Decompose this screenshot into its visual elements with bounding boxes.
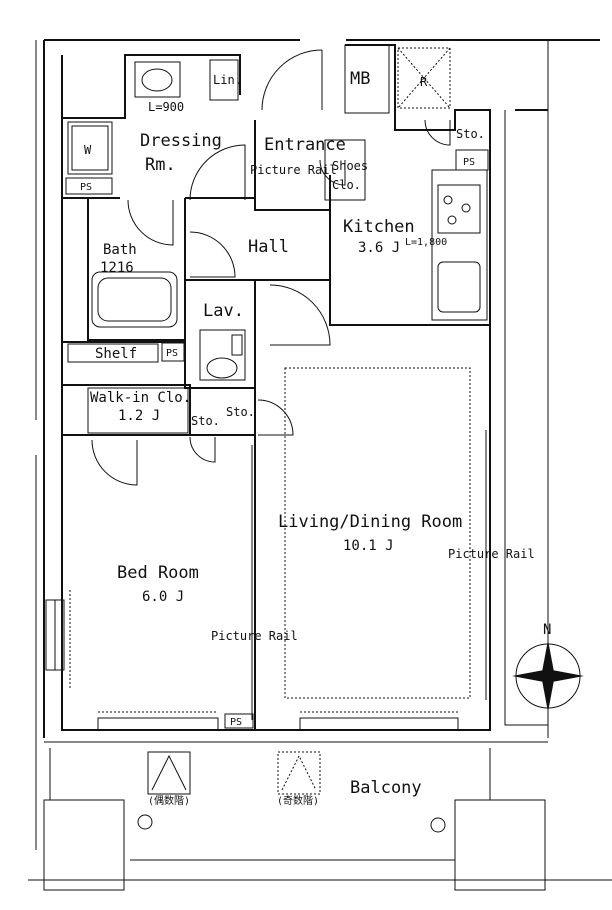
label-ps-4: PS bbox=[230, 717, 242, 728]
label-bath: Bath bbox=[103, 242, 137, 258]
fixtures bbox=[45, 44, 489, 731]
kitchen-sink bbox=[437, 261, 481, 313]
label-fridge: R bbox=[420, 75, 428, 89]
label-living: Living/Dining Room bbox=[278, 512, 462, 532]
stove-fixture bbox=[437, 184, 481, 234]
label-linen: Lin. bbox=[213, 73, 242, 87]
label-living-size: 10.1 J bbox=[343, 538, 394, 554]
south-window-bedroom bbox=[97, 717, 219, 731]
label-mb: MB bbox=[350, 69, 370, 89]
compass-north-label: N bbox=[543, 622, 551, 638]
toilet-fixture bbox=[199, 329, 246, 381]
label-washer: W bbox=[84, 143, 92, 157]
linen-cabinet bbox=[209, 59, 239, 101]
washer-fixture bbox=[67, 121, 113, 175]
label-hall: Hall bbox=[248, 237, 289, 257]
label-dressing: Dressing bbox=[140, 131, 222, 151]
label-bedroom-size: 6.0 J bbox=[142, 589, 184, 605]
label-bath-size: 1216 bbox=[100, 260, 134, 276]
shelf-fixture bbox=[67, 343, 159, 363]
label-storage-3: Sto. bbox=[226, 405, 255, 419]
label-bedroom: Bed Room bbox=[117, 563, 199, 583]
label-entrance: Entrance bbox=[264, 135, 346, 155]
balcony-area bbox=[43, 741, 548, 891]
label-ps-3: PS bbox=[166, 348, 178, 359]
label-kitchen-counter: L=1,800 bbox=[405, 237, 447, 248]
label-picture-rail-2: Picture Rail bbox=[448, 547, 535, 561]
south-window-living bbox=[299, 717, 459, 731]
refrigerator-space bbox=[397, 47, 451, 109]
label-shoes-clo: Clo. bbox=[332, 178, 361, 192]
label-storage-2: Sto. bbox=[191, 414, 220, 428]
label-lav: Lav. bbox=[203, 301, 244, 321]
label-walkin: Walk-in Clo. bbox=[90, 390, 191, 406]
doors bbox=[91, 49, 451, 486]
kitchen-counter bbox=[431, 169, 488, 321]
label-kitchen: Kitchen bbox=[343, 217, 415, 237]
label-ps-2: PS bbox=[463, 157, 475, 168]
label-picture-rail-1: Picture Rail bbox=[250, 163, 337, 177]
label-stair-even: (偶数階) bbox=[148, 794, 190, 807]
label-kitchen-size: 3.6 J bbox=[358, 240, 400, 256]
bathtub-fixture bbox=[91, 271, 178, 328]
label-balcony: Balcony bbox=[350, 778, 422, 798]
label-ps-1: PS bbox=[80, 182, 92, 193]
label-shoes: Shoes bbox=[332, 159, 368, 173]
label-dressing-rm: Rm. bbox=[145, 155, 176, 175]
compass-rose bbox=[512, 640, 584, 712]
label-stair-odd: (奇数階) bbox=[277, 794, 319, 807]
label-storage-1: Sto. bbox=[456, 127, 485, 141]
label-walkin-size: 1.2 J bbox=[118, 408, 160, 424]
label-shelf: Shelf bbox=[95, 346, 137, 362]
label-picture-rail-3: Picture Rail bbox=[211, 629, 298, 643]
meter-box bbox=[344, 44, 390, 114]
label-sink-width: L=900 bbox=[148, 100, 184, 114]
exterior-walls bbox=[28, 39, 612, 881]
